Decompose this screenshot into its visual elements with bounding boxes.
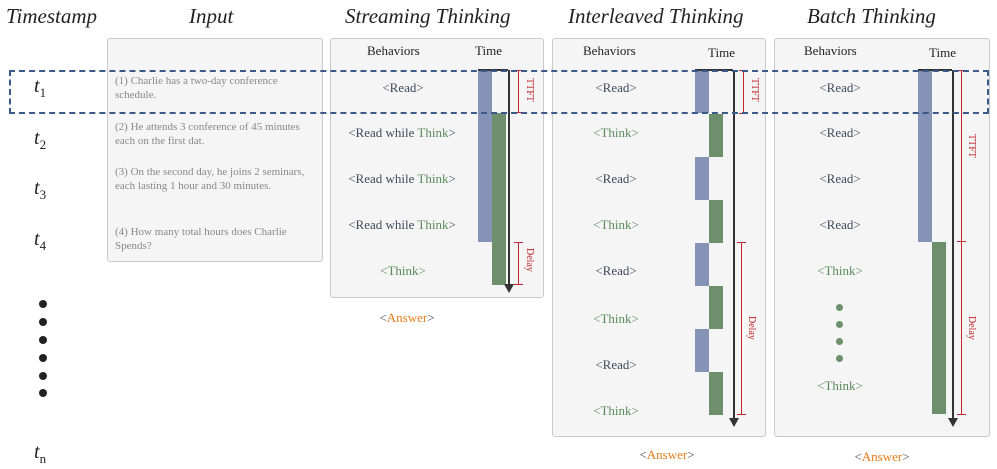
interleaved-read-4: <Read> [595,357,637,372]
interleaved-delay-cap [737,242,746,243]
ellipsis-dot [39,300,47,308]
interleaved-read-bar-4 [695,329,709,372]
interleaved-think-bar-2 [709,200,723,243]
interleaved-read-3: <Read> [595,263,637,278]
interleaved-delay-marker [741,242,742,415]
streaming-behaviors-header: Behaviors [367,43,420,58]
streaming-read-while-think-2: <Read while Think> [348,171,456,186]
timestamp-t1: t1 [34,75,47,100]
interleaved-think-bar-4 [709,372,723,415]
ellipsis-dot [39,389,47,397]
streaming-read-while-think-1: <Read while Think> [348,125,456,140]
interleaved-title: Interleaved Thinking [568,4,744,28]
timestamp-t3: t3 [34,177,47,202]
timestamp-t2: t2 [34,127,47,152]
interleaved-behaviors-header: Behaviors [583,43,636,58]
batch-ttft-cap [957,241,966,242]
input-line-4: (4) How many total hours does Charlie Sp… [115,226,287,252]
batch-panel [774,38,990,437]
streaming-delay-marker [518,242,519,285]
interleaved-delay-label: Delay [746,316,757,340]
streaming-delay-cap [514,242,523,243]
streaming-title: Streaming Thinking [345,4,511,28]
batch-ttft-label: TTFT [966,134,977,158]
batch-read-1: <Read> [819,80,861,95]
ellipsis-dot [39,318,47,326]
timestamp-t4: t4 [34,228,47,253]
interleaved-time-arrow [729,418,739,427]
batch-read-3: <Read> [819,171,861,186]
interleaved-read-bar-3 [695,243,709,286]
timestamp-title: Timestamp [6,4,98,28]
batch-ellipsis-dot [836,338,843,345]
interleaved-think-4: <Think> [593,403,639,418]
interleaved-read-2: <Read> [595,171,637,186]
batch-title: Batch Thinking [807,4,936,28]
timestamp-tn: tn [34,441,47,466]
input-line-2: (2) He attends 3 conference of 45 minute… [115,121,300,147]
batch-ellipsis-dot [836,304,843,311]
interleaved-time-axis [733,70,735,418]
batch-delay-label: Delay [966,316,977,340]
batch-ellipsis-dot [836,321,843,328]
input-title: Input [189,4,234,28]
streaming-read-while-think-3: <Read while Think> [348,217,456,232]
batch-time-axis [952,70,954,418]
ellipsis-dot [39,336,47,344]
input-line-1: (1) Charlie has a two-day conference sch… [115,75,278,101]
batch-think-bar [932,242,946,414]
streaming-ttft-label: TTFT [524,78,535,102]
interleaved-think-bar-1 [709,114,723,157]
streaming-think-bar [492,113,506,285]
input-line-3: (3) On the second day, he joins 2 semina… [115,166,305,192]
interleaved-think-3: <Think> [593,311,639,326]
interleaved-delay-cap [737,414,746,415]
interleaved-read-1: <Read> [595,80,637,95]
batch-think-1: <Think> [817,263,863,278]
interleaved-think-2: <Think> [593,217,639,232]
interleaved-panel [552,38,766,437]
ellipsis-dot [39,372,47,380]
interleaved-think-bar-3 [709,286,723,329]
streaming-read-1: <Read> [382,80,424,95]
streaming-time-arrow [504,284,514,293]
streaming-delay-cap [514,284,523,285]
ellipsis-dot [39,354,47,362]
interleaved-answer: <Answer> [639,447,695,462]
batch-behaviors-header: Behaviors [804,43,857,58]
interleaved-ttft-label: TTFT [749,78,760,102]
batch-think-2: <Think> [817,378,863,393]
batch-time-header: Time [929,45,956,60]
batch-time-arrow [948,418,958,427]
batch-ellipsis-dot [836,355,843,362]
interleaved-time-header: Time [708,45,735,60]
input-panel [107,38,323,262]
streaming-time-axis [508,70,510,284]
streaming-think: <Think> [380,263,426,278]
batch-read-2: <Read> [819,125,861,140]
interleaved-read-bar-2 [695,157,709,200]
batch-delay-marker [961,242,962,414]
streaming-answer: <Answer> [379,310,435,325]
streaming-delay-label: Delay [524,248,535,272]
interleaved-read-bar-1 [695,70,709,113]
interleaved-think-1: <Think> [593,125,639,140]
batch-delay-cap [957,414,966,415]
batch-answer: <Answer> [854,449,910,464]
streaming-time-header: Time [475,43,502,58]
interleaved-ttft-marker [743,70,744,114]
streaming-ttft-marker [518,70,519,113]
batch-ttft-marker [961,70,962,242]
t1-highlight-box [9,70,989,114]
batch-read-4: <Read> [819,217,861,232]
